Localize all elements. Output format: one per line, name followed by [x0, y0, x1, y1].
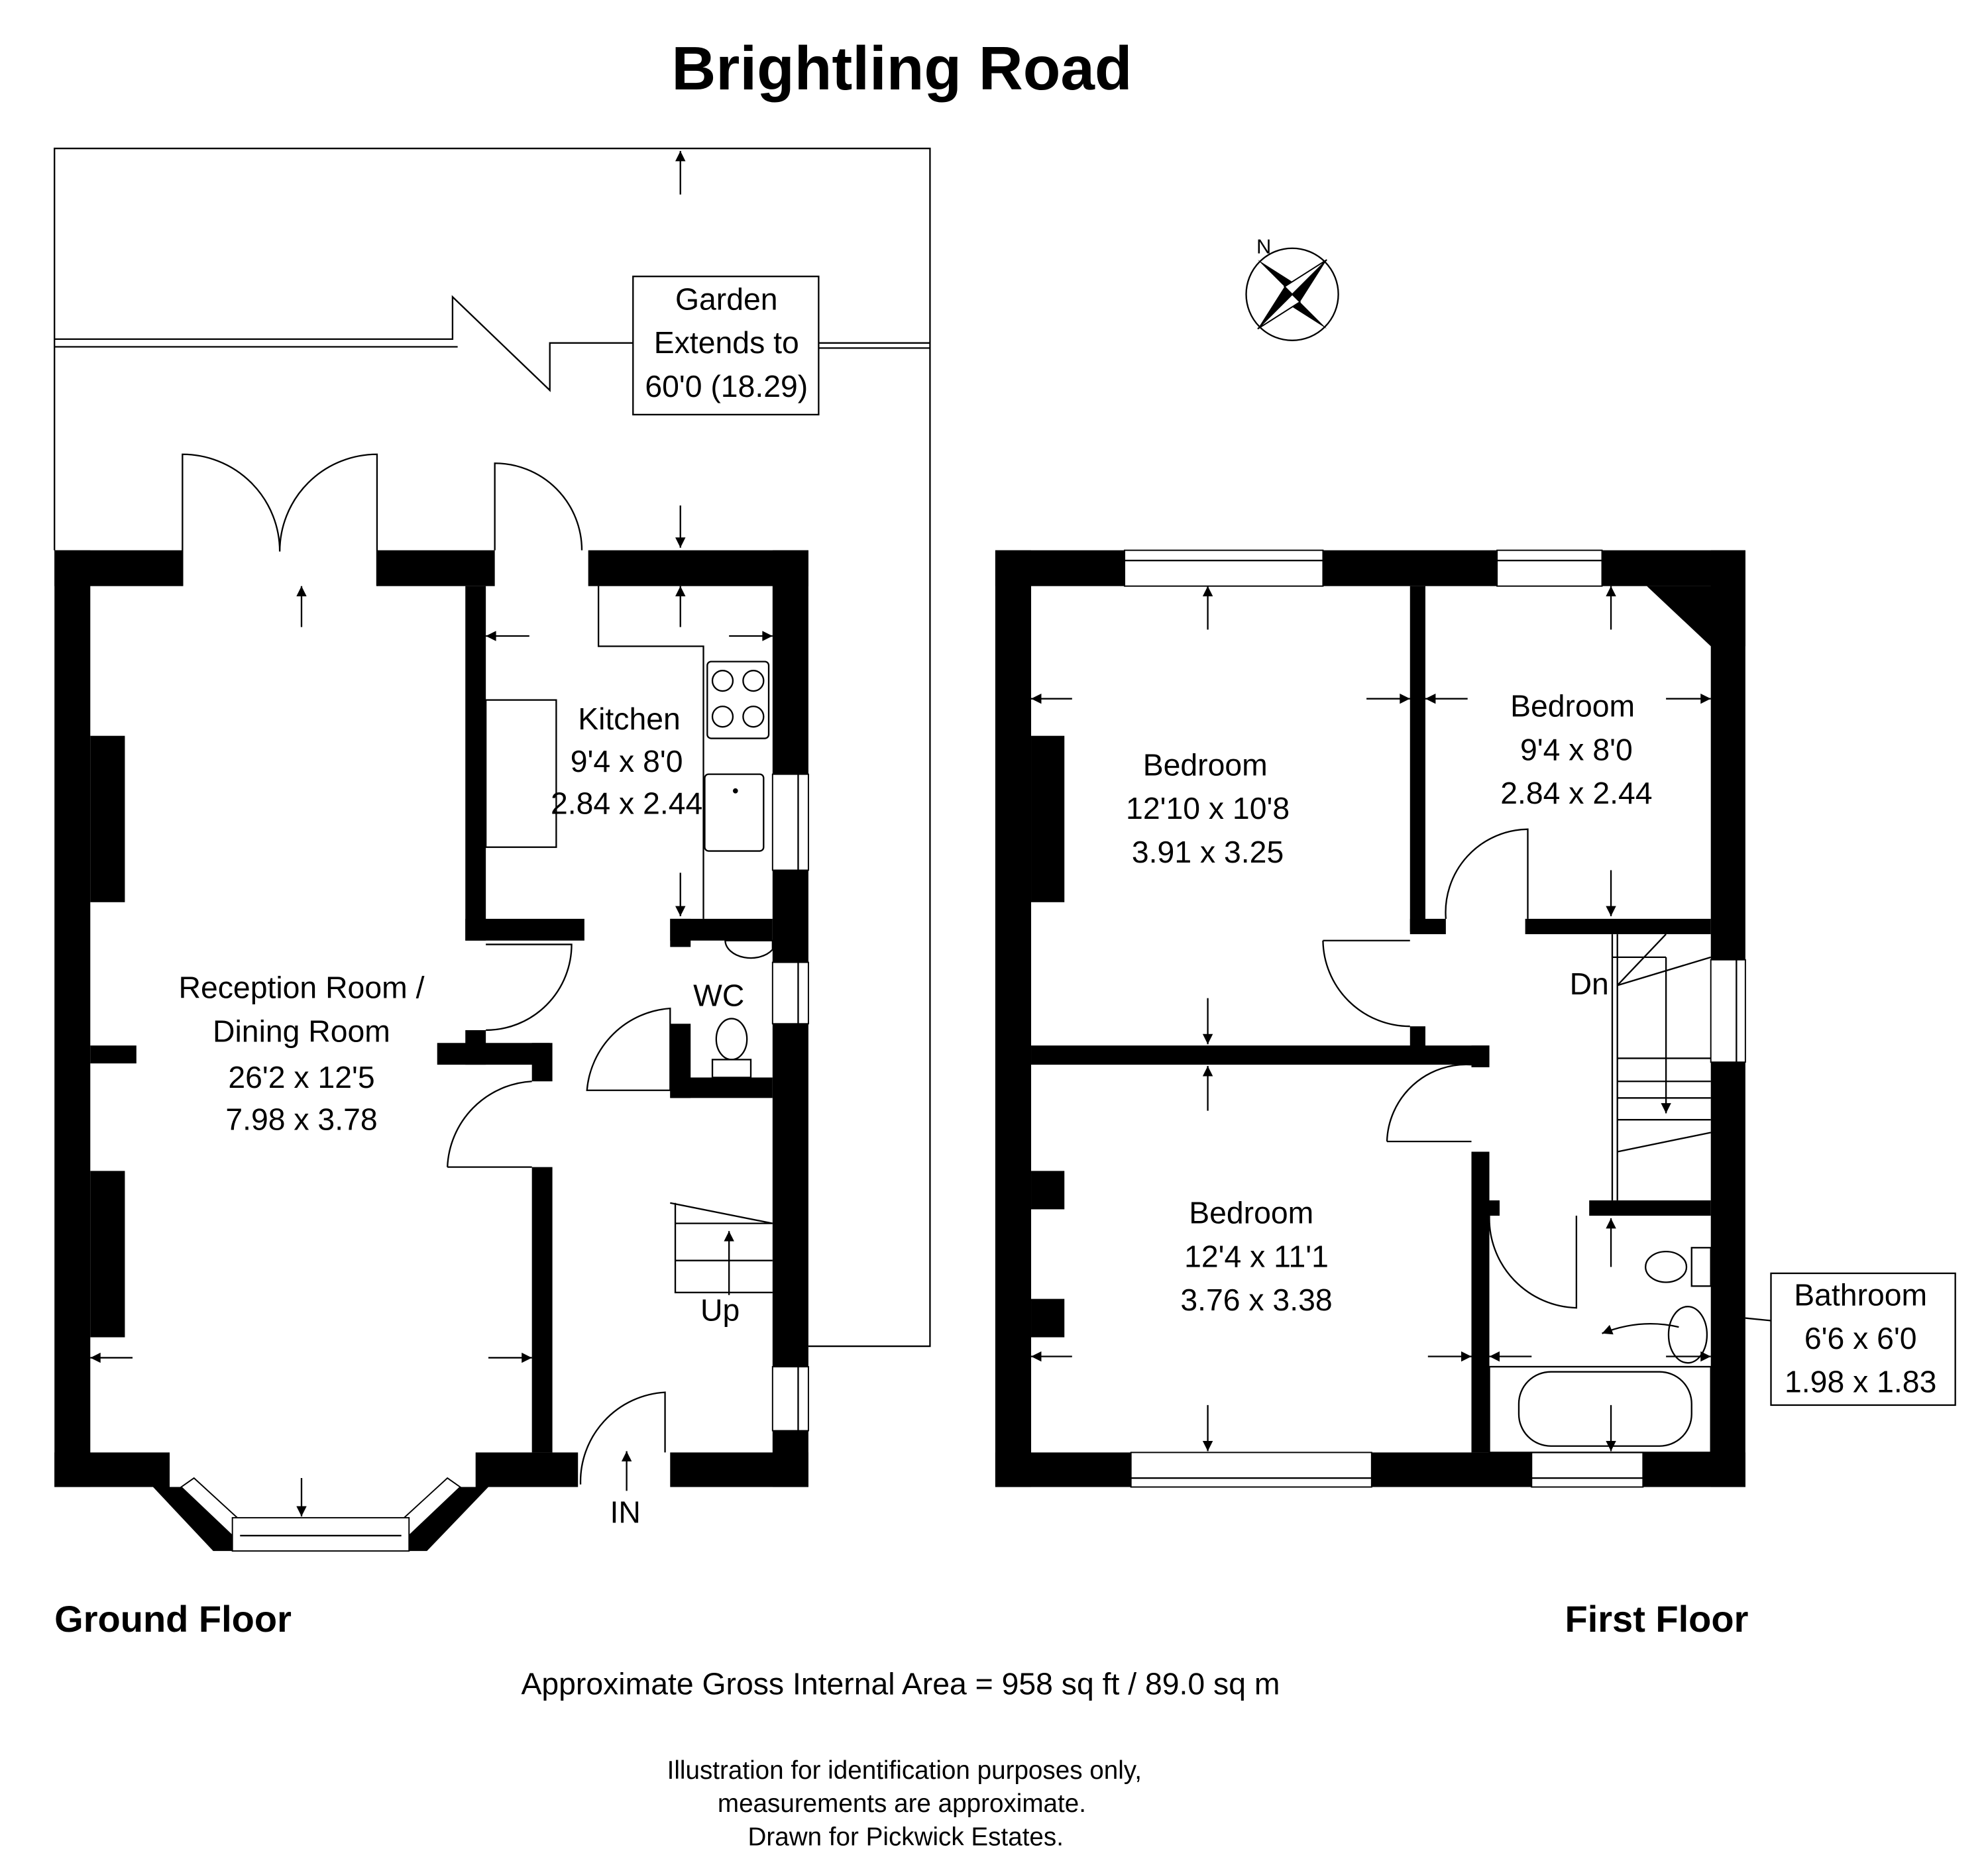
svg-text:12'10 x 10'8: 12'10 x 10'8 [1126, 791, 1290, 825]
room-reception-dining: Reception Room / Dining Room 26'2 x 12'5… [179, 971, 425, 1137]
disclaimer-line-3: Drawn for Pickwick Estates. [747, 1823, 1064, 1851]
compass-rose-icon: N [1245, 235, 1339, 341]
ground-floor-plan [54, 453, 809, 1552]
first-floor-label: First Floor [1565, 1598, 1749, 1640]
svg-text:Reception Room /: Reception Room / [179, 971, 425, 1005]
svg-text:60'0 (18.29): 60'0 (18.29) [645, 369, 808, 403]
svg-text:9'4 x 8'0: 9'4 x 8'0 [1520, 732, 1633, 767]
gross-internal-area: Approximate Gross Internal Area = 958 sq… [521, 1666, 1280, 1701]
svg-text:9'4 x 8'0: 9'4 x 8'0 [571, 744, 683, 778]
garden-label-box: Garden Extends to 60'0 (18.29) [632, 276, 820, 416]
page-title: Brightling Road [671, 34, 1132, 103]
svg-text:2.84 x 2.44: 2.84 x 2.44 [551, 786, 702, 821]
first-floor-plan [995, 549, 1771, 1488]
svg-text:6'6 x 6'0: 6'6 x 6'0 [1804, 1321, 1917, 1355]
garden-outline [54, 147, 931, 1348]
room-kitchen: Kitchen 9'4 x 8'0 2.84 x 2.44 [551, 702, 702, 820]
svg-text:Kitchen: Kitchen [578, 702, 681, 736]
svg-text:2.84 x 2.44: 2.84 x 2.44 [1500, 776, 1652, 810]
svg-text:Garden: Garden [675, 282, 778, 316]
svg-text:7.98 x 3.78: 7.98 x 3.78 [225, 1102, 377, 1137]
svg-text:12'4 x 11'1: 12'4 x 11'1 [1184, 1239, 1329, 1273]
entrance-label: IN [610, 1495, 641, 1530]
svg-text:Bathroom: Bathroom [1794, 1277, 1927, 1312]
room-bedroom-2: Bedroom 9'4 x 8'0 2.84 x 2.44 [1500, 689, 1652, 810]
svg-text:Dining Room: Dining Room [213, 1014, 390, 1048]
stairs-up-label: Up [700, 1293, 740, 1327]
disclaimer-line-1: Illustration for identification purposes… [667, 1756, 1142, 1785]
north-label: N [1256, 235, 1271, 258]
dimension-arrows [1031, 586, 1711, 1452]
room-bedroom-1: Bedroom 12'10 x 10'8 3.91 x 3.25 [1126, 748, 1290, 869]
ground-floor-label: Ground Floor [54, 1598, 292, 1640]
room-wc: WC [693, 978, 744, 1012]
svg-text:Bedroom: Bedroom [1143, 748, 1268, 782]
dimension-arrows [90, 586, 773, 1516]
svg-text:1.98 x 1.83: 1.98 x 1.83 [1785, 1365, 1936, 1399]
room-bedroom-3: Bedroom 12'4 x 11'1 3.76 x 3.38 [1180, 1196, 1332, 1317]
room-bathroom: Bathroom 6'6 x 6'0 1.98 x 1.83 [1770, 1272, 1956, 1406]
svg-text:26'2 x 12'5: 26'2 x 12'5 [228, 1060, 374, 1094]
svg-text:Bedroom: Bedroom [1189, 1196, 1313, 1230]
svg-text:Extends to: Extends to [654, 325, 799, 360]
svg-text:3.76 x 3.38: 3.76 x 3.38 [1180, 1283, 1332, 1317]
stairs-down-label: Dn [1570, 967, 1609, 1001]
svg-text:Bedroom: Bedroom [1510, 689, 1635, 723]
svg-text:3.91 x 3.25: 3.91 x 3.25 [1132, 835, 1284, 869]
disclaimer-line-2: measurements are approximate. [718, 1789, 1086, 1818]
